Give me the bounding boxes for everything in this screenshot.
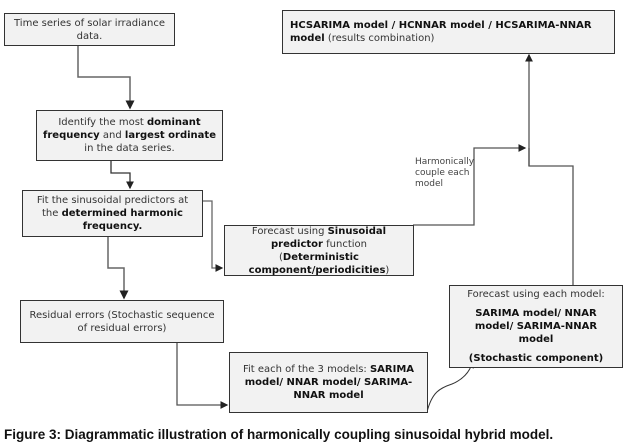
bold-text-segment: Deterministic component/periodicities (248, 251, 386, 276)
node-fit-models: Fit each of the 3 models: SARIMA model/ … (229, 352, 428, 413)
bold-text-segment: largest ordinate (124, 130, 216, 141)
edge-label-harmonically-couple: Harmonically couple each model (415, 157, 475, 189)
node-fit-models-text: Fit each of the 3 models: SARIMA model/ … (236, 363, 421, 402)
node-combination-text: HCSARIMA model / HCNNAR model / HCSARIMA… (290, 19, 608, 45)
edge-fit-models-to-forecast-each (426, 362, 474, 413)
text-segment: ) (385, 264, 390, 276)
edge-fit-sinusoidal-to-residual (107, 236, 129, 300)
node-residual-text: Residual errors (Stochastic sequence of … (27, 309, 217, 335)
text-segment: Time series of solar irradiance data. (14, 17, 165, 42)
text-segment: and (99, 130, 125, 141)
text-segment: function ( (279, 238, 367, 263)
figure-caption: Figure 3: Diagrammatic illustration of h… (4, 427, 554, 442)
text-segment: Identify the most (58, 117, 148, 128)
bold-text-segment: dominant frequency (43, 117, 201, 141)
node-fit-sinusoidal-text: Fit the sinusoidal predictors at the det… (29, 194, 196, 233)
bold-text-segment: Sinusoidal predictor (271, 225, 387, 250)
node-forecast-each-line1: Forecast using each model: (467, 289, 605, 300)
node-residual: Residual errors (Stochastic sequence of … (20, 300, 224, 343)
node-identify-text: Identify the most dominant frequency and… (43, 116, 216, 155)
node-time-series-text: Time series of solar irradiance data. (11, 17, 168, 43)
node-time-series: Time series of solar irradiance data. (4, 13, 175, 46)
node-forecast-sinusoidal: Forecast using Sinusoidal predictor func… (224, 225, 414, 276)
node-forecast-sinusoidal-text: Forecast using Sinusoidal predictor func… (231, 225, 407, 277)
text-segment: Fit the sinusoidal predictors at the (36, 195, 189, 219)
bold-text-segment: HCSARIMA model / HCNNAR model / HCSARIMA… (290, 20, 592, 44)
edge-forecast-each-to-join (528, 148, 574, 285)
node-combination: HCSARIMA model / HCNNAR model / HCSARIMA… (282, 10, 615, 54)
node-forecast-each-line2: SARIMA model/ NNAR model/ SARIMA-NNAR mo… (474, 308, 598, 345)
edge-identify-to-fit-sinusoidal (110, 160, 134, 190)
node-forecast-each: Forecast using each model: SARIMA model/… (449, 285, 623, 368)
edge-fit-sinusoidal-to-forecast (202, 200, 224, 272)
text-segment: in the data series. (84, 143, 175, 154)
bold-text-segment: SARIMA model/ NNAR model/ SARIMA-NNAR mo… (244, 364, 415, 401)
text-segment: Residual errors (Stochastic sequence of … (29, 309, 215, 334)
edge-timeseries-to-identify (77, 45, 135, 110)
node-forecast-each-line3: (Stochastic component) (468, 353, 604, 364)
bold-text-segment: determined harmonic frequency. (61, 208, 183, 232)
node-fit-sinusoidal: Fit the sinusoidal predictors at the det… (22, 190, 203, 237)
text-segment: (results combination) (324, 33, 435, 44)
edge-residual-to-fit-models (176, 342, 229, 409)
text-segment: Forecast using (251, 225, 328, 237)
node-identify: Identify the most dominant frequency and… (36, 110, 223, 161)
edge-forecast-sinusoidal-to-join (413, 144, 527, 226)
text-segment: Fit each of the 3 models: (242, 364, 370, 375)
